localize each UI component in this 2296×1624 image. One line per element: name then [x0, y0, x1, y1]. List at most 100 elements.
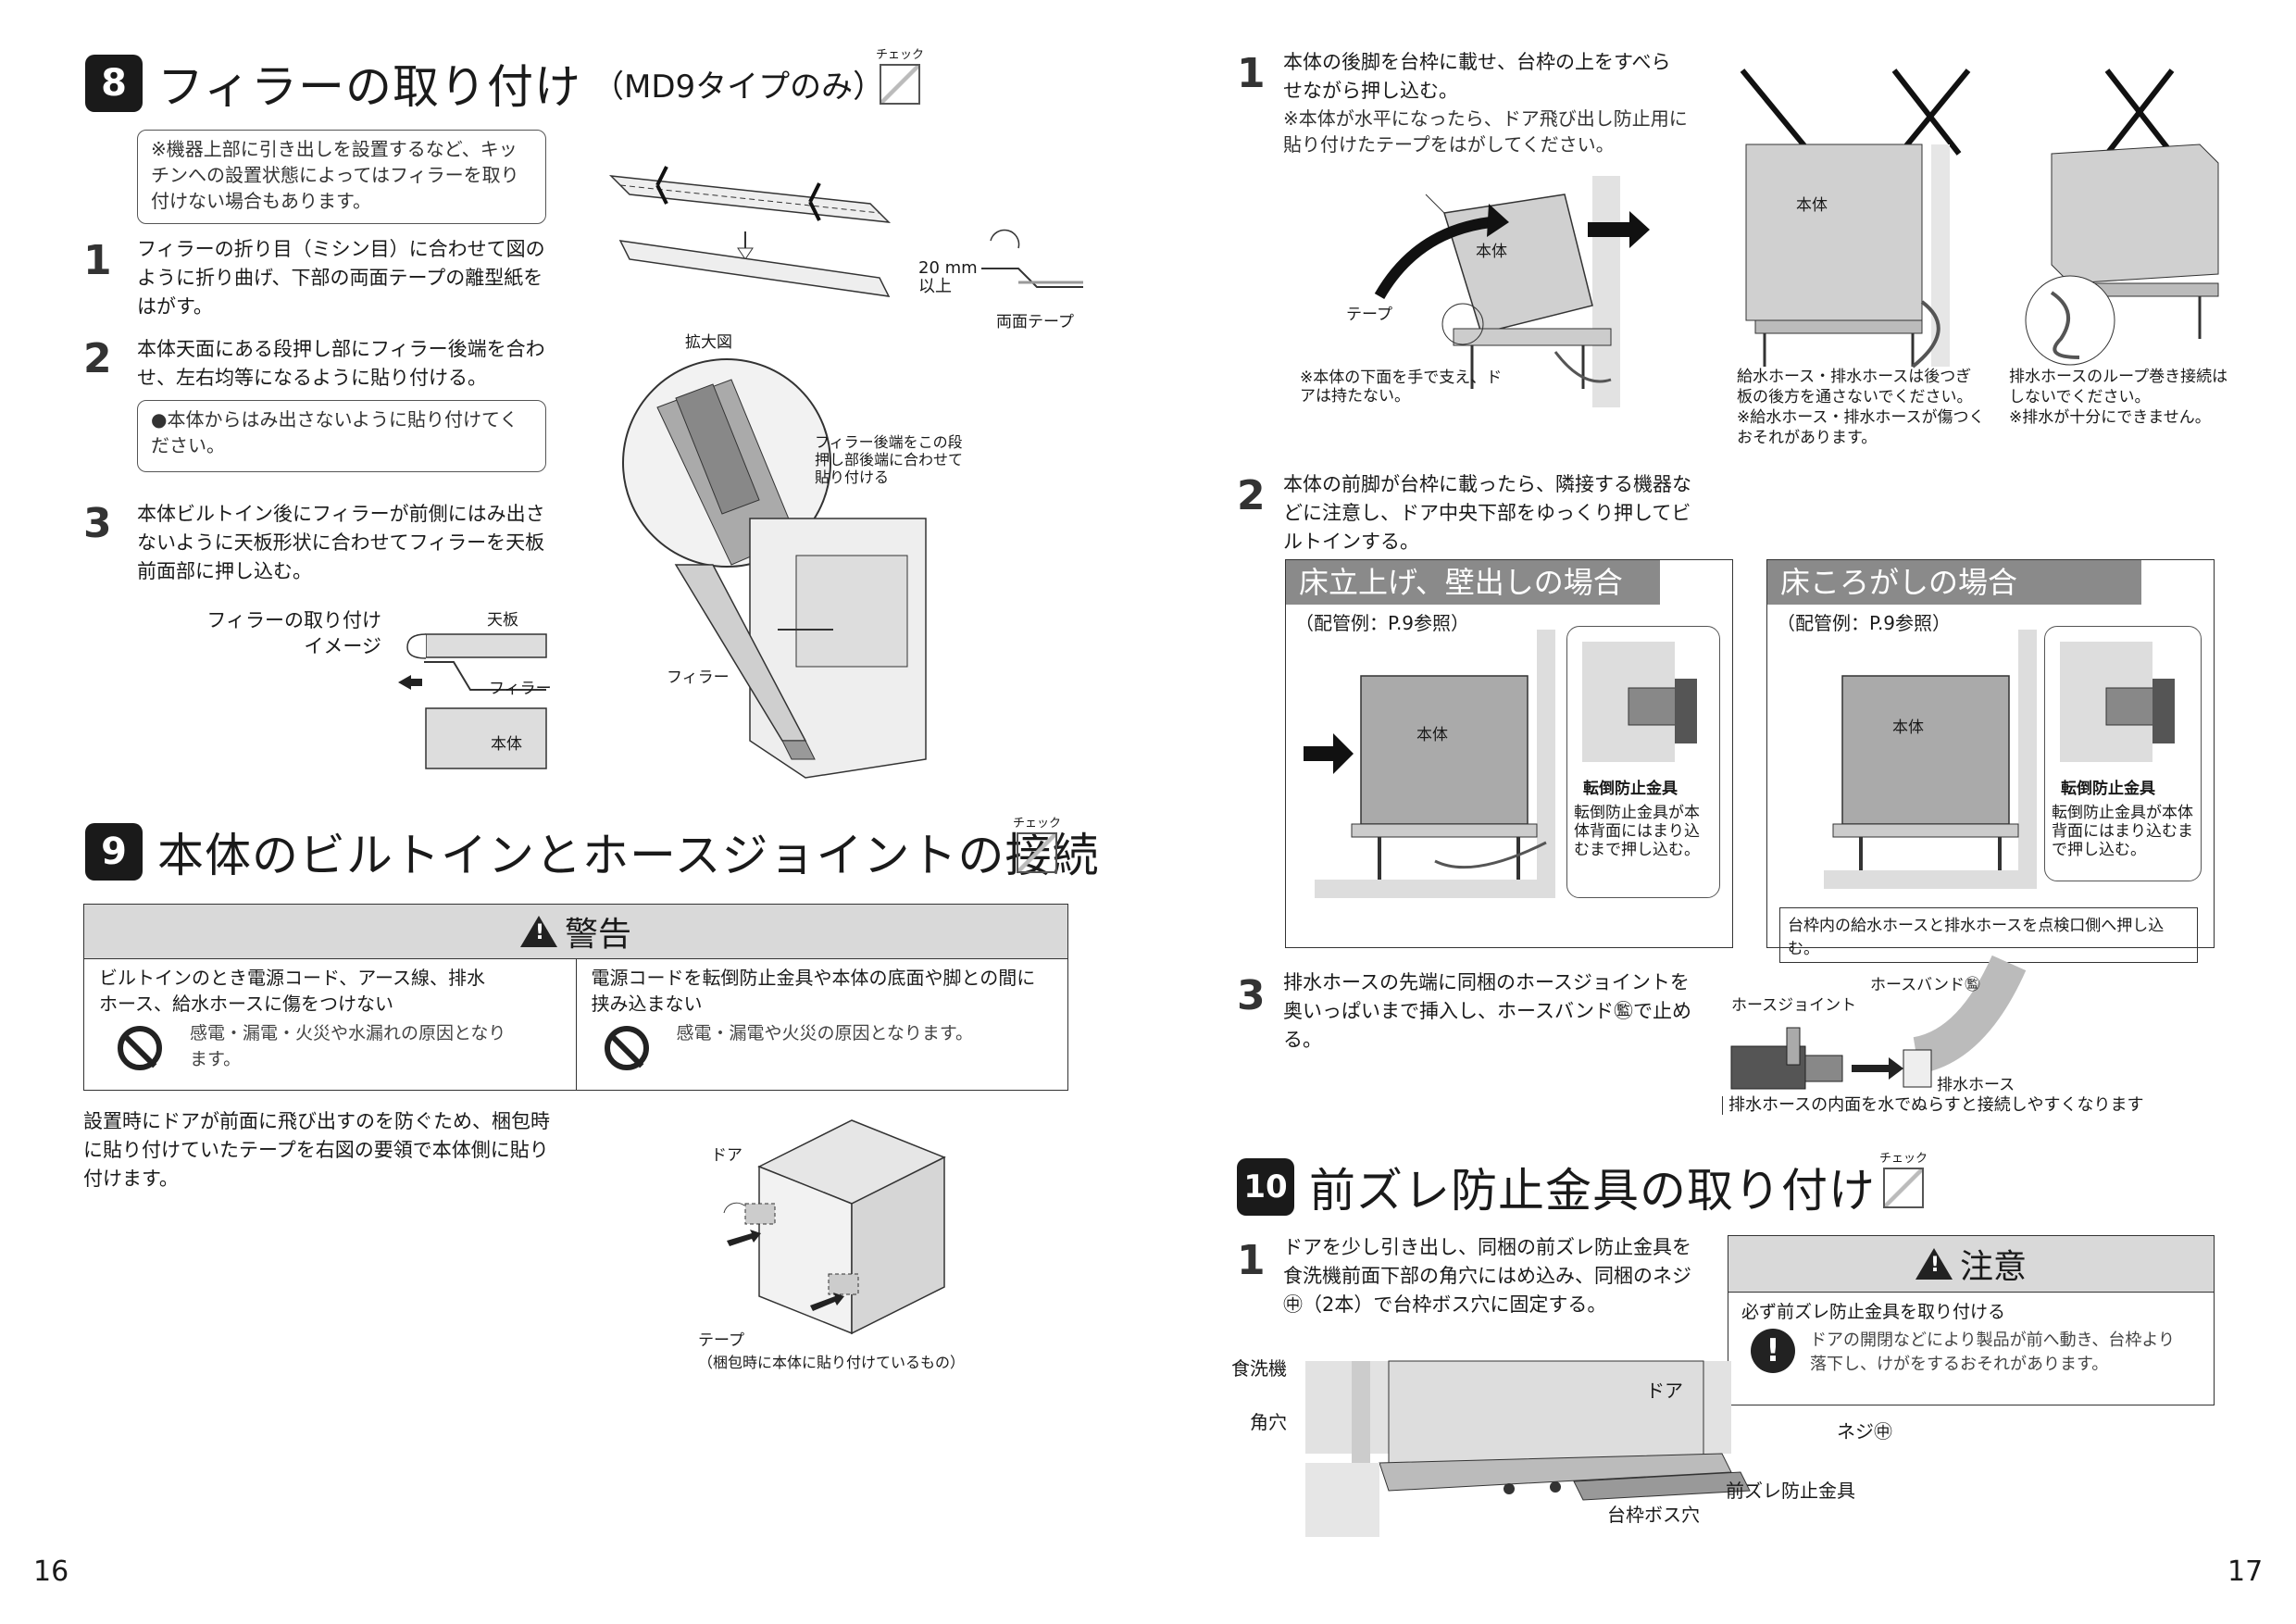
check-box[interactable]: チェック: [874, 44, 926, 105]
panel-ref: （配管例：P.9参照）: [1295, 612, 1470, 634]
step-text: フィラーの折り目（ミシン目）に合わせて図のように折り曲げ、下部の両面テープの離型…: [137, 238, 545, 318]
page-number-left: 16: [33, 1555, 69, 1588]
step-text: ドアを少し引き出し、同梱の前ズレ防止金具を食洗機前面下部の角穴にはめ込み、同梱の…: [1283, 1236, 1691, 1316]
step-text: 排水ホースの先端に同梱のホースジョイントを奥いっぱいまで挿入し、ホースバンド㊬で…: [1283, 971, 1691, 1051]
checkbox-icon[interactable]: [1883, 1168, 1924, 1208]
dishwasher-label: 食洗機: [1231, 1357, 1287, 1380]
notice-box: ※機器上部に引き出しを設置するなど、キッチンへの設置状態によってはフィラーを取り…: [137, 130, 546, 224]
filler-edge-note: フィラー後端をこの段押し部後端に合わせて貼り付ける: [815, 433, 964, 486]
section-10-title: 10 前ズレ防止金具の取り付け: [1237, 1154, 1876, 1220]
slide-in-diagram: [1374, 176, 1650, 407]
door-label: ドア: [711, 1146, 742, 1165]
bracket-detail-icon: [1582, 642, 1697, 762]
filler-image-diagram: [398, 633, 547, 769]
panel-footer: 台枠内の給水ホースと排水ホースを点検口側へ押し込む。: [1779, 907, 2198, 963]
notice-text: ※機器上部に引き出しを設置するなど、キッチンへの設置状態によってはフィラーを取り…: [151, 138, 519, 212]
hontai-label-small: 本体: [491, 735, 522, 754]
door-tape-diagram: [723, 1119, 946, 1335]
hose-joint-diagram: [1730, 955, 2027, 1090]
step-text: 本体の前脚が台枠に載ったら、隣接する機器などに注意し、ドア中央下部をゆっくり押し…: [1283, 473, 1691, 553]
step-note: ※本体が水平になったら、ドア飛び出し防止用に貼り付けたテープをはがしてください。: [1283, 107, 1688, 156]
filler-image-title: フィラーの取り付け イメージ: [185, 607, 381, 659]
support-note: ※本体の下面を手で支え、ドアは持たない。: [1300, 369, 1503, 406]
warning-title: 警告: [564, 916, 631, 954]
panel-b-diagram: [1824, 630, 2037, 889]
section-heading: 本体のビルトインとホースジョイントの接続: [157, 829, 1100, 882]
caution-header: 注意: [1728, 1236, 2214, 1293]
part-label: 転倒防止金具: [1583, 780, 1678, 798]
section-number: 9: [85, 823, 143, 881]
tape-note: （梱包時に本体に貼り付けているもの）: [698, 1354, 966, 1371]
step-note-box: ●本体からはみ出さないように貼り付けてください。: [137, 400, 546, 472]
check-label: チェック: [1012, 817, 1061, 831]
drain-hose-label: 排水ホース: [1937, 1076, 2015, 1094]
filler-zoom-diagram: [622, 358, 927, 779]
door-label: ドア: [1646, 1380, 1683, 1402]
detail-callout: [1566, 626, 1720, 898]
check-box[interactable]: チェック: [1011, 813, 1063, 873]
square-hole-label: 角穴: [1250, 1411, 1287, 1433]
zoom-label: 拡大図: [685, 333, 732, 352]
mm-value: 20 mm: [918, 258, 978, 278]
step-note: ●本体からはみ出さないように貼り付けてください。: [151, 408, 518, 456]
hose-band-label: ホースバンド㊬: [1870, 976, 1980, 994]
bracket-detail-icon: [2060, 642, 2175, 762]
checkbox-icon[interactable]: [1017, 832, 1057, 873]
warning-left-head: ビルトインのとき電源コード、アース線、排水ホース、給水ホースに傷をつけない: [99, 967, 485, 1015]
fold-angle-diagram: [981, 229, 1083, 288]
check-label: チェック: [1878, 1152, 1928, 1166]
ng-hose-behind-diagram: [1740, 69, 1971, 369]
hontai-label: 本体: [1796, 196, 1828, 215]
step-number: 2: [83, 335, 112, 382]
ng2-caption-text: 排水ホースのループ巻き接続はしないでください。: [2009, 368, 2228, 406]
section-heading: フィラーの取り付け: [157, 60, 581, 114]
bracket-label: 前ズレ防止金具: [1726, 1480, 1855, 1502]
filler-label-zoom: フィラー: [667, 668, 730, 687]
panel-a-diagram: [1304, 630, 1555, 898]
tenban-label: 天板: [487, 611, 518, 630]
panel-title: 床立上げ、壁出しの場合: [1286, 560, 1660, 605]
tape-label: テープ: [698, 1331, 744, 1350]
section-subheading: （MD9タイプのみ）: [593, 68, 885, 106]
caution-head: 必ず前ズレ防止金具を取り付ける: [1741, 1302, 2006, 1322]
part-desc: 転倒防止金具が本体背面にはまり込むまで押し込む。: [1574, 804, 1700, 859]
double-tape-label: 両面テープ: [996, 313, 1074, 331]
filler-image-title-2: イメージ: [304, 635, 381, 657]
check-box[interactable]: チェック: [1878, 1148, 1929, 1208]
ng-loop-diagram: [2025, 69, 2219, 366]
hontai-label: 本体: [1416, 726, 1448, 744]
warning-icon: [519, 916, 557, 947]
mm-label: 20 mm 以上: [918, 259, 978, 296]
section-number: 10: [1237, 1158, 1294, 1216]
checkbox-icon[interactable]: [880, 64, 920, 105]
section-number: 8: [85, 55, 143, 112]
part-desc: 転倒防止金具が本体背面にはまり込むまで押し込む。: [2052, 804, 2193, 859]
hontai-label: 本体: [1476, 243, 1507, 261]
mm-above: 以上: [918, 277, 952, 296]
panel-title: 床ころがしの場合: [1767, 560, 2141, 605]
filler-image-title-1: フィラーの取り付け: [206, 609, 381, 631]
step-number: 1: [83, 237, 112, 284]
caution-icon: [1915, 1248, 1953, 1280]
warning-right-head: 電源コードを転倒防止金具や本体の底面や脚との間に挟み込まない: [591, 967, 1036, 1015]
panel-ref: （配管例：P.9参照）: [1777, 612, 1952, 634]
warning-left-cell: ビルトインのとき電源コード、アース線、排水ホース、給水ホースに傷をつけない 感電…: [84, 959, 577, 1091]
caution-title: 注意: [1959, 1248, 2027, 1286]
prohibited-icon: [604, 1026, 649, 1070]
panel-floor-rolling: 床ころがしの場合 （配管例：P.9参照）: [1766, 559, 2215, 948]
step-number: 2: [1237, 472, 1266, 519]
bracket-install-diagram: [1305, 1360, 1751, 1537]
boss-hole-label: 台枠ボス穴: [1607, 1504, 1700, 1526]
warning-right-body: 感電・漏電や火災の原因となります。: [676, 1023, 974, 1043]
warning-right-cell: 電源コードを転倒防止金具や本体の底面や脚との間に挟み込まない 感電・漏電や火災の…: [577, 959, 1068, 1091]
section-9-body: 設置時にドアが前面に飛び出すのを防ぐため、梱包時に貼り付けていたテープを右図の要…: [83, 1110, 550, 1190]
ng2-note: ※排水が十分にできません。: [2009, 408, 2211, 427]
tape-label: テープ: [1346, 306, 1392, 324]
detail-callout: [2044, 626, 2202, 881]
panel-raised-floor: 床立上げ、壁出しの場合 （配管例：P.9参照）: [1285, 559, 1733, 948]
part-label: 転倒防止金具: [2061, 780, 2155, 798]
check-label: チェック: [875, 48, 924, 62]
prohibited-icon: [118, 1026, 162, 1070]
page-number-right: 17: [2227, 1555, 2264, 1588]
caution-box: 注意 必ず前ズレ防止金具を取り付ける ! ドアの開閉などにより製品が前へ動き、台…: [1728, 1235, 2215, 1405]
